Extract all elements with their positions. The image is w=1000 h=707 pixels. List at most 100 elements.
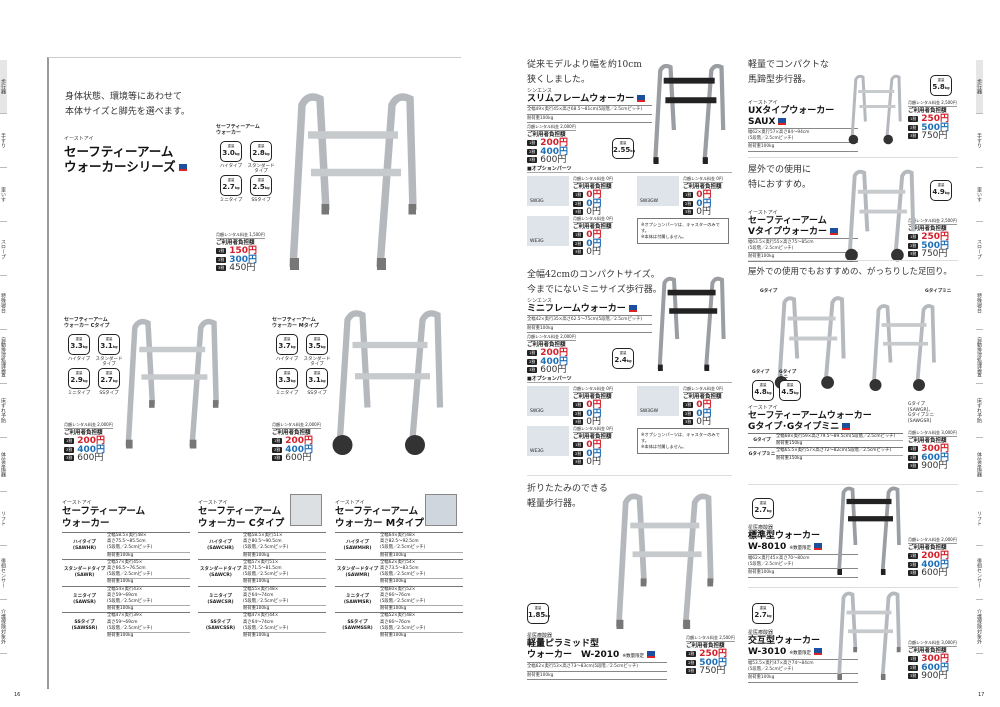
weight-number: 3.0 bbox=[222, 149, 235, 157]
cost-value: 0円 bbox=[586, 440, 602, 450]
cost-value: 750円 bbox=[921, 249, 948, 259]
weight-number: 2.7 bbox=[754, 506, 767, 514]
weight-value: 3.3kg bbox=[277, 376, 297, 386]
weight-value: 2.4kg bbox=[613, 356, 633, 366]
model-name: スタンダードタイプ (SAWCR) bbox=[199, 566, 242, 578]
walker-image bbox=[830, 585, 905, 685]
cost-ratio-tag: 1割 bbox=[573, 232, 584, 239]
model-load: 耐荷重100kg bbox=[243, 632, 326, 639]
side-tab-9[interactable]: 徘徊センサー bbox=[0, 546, 7, 600]
product-spec: 全幅49×奥行45×高さ68.5～81cm(5段階／2.5cmピッチ) bbox=[527, 105, 652, 114]
headline: 従来モデルより幅を約10cm 狭くしました。 bbox=[527, 60, 642, 85]
cost-ratio-tag: 3割 bbox=[573, 459, 584, 466]
cost-ratio-tag: 2割 bbox=[573, 200, 584, 207]
cost-value: 400円 bbox=[77, 444, 106, 455]
side-tab-7[interactable]: 体位変換器 bbox=[976, 438, 983, 492]
cost-value: 300円 bbox=[921, 444, 950, 454]
side-tab-6[interactable]: 床ずれ予防 bbox=[976, 384, 983, 438]
side-tab-2[interactable]: 車いす bbox=[976, 168, 983, 222]
cost-ratio-tag: 2割 bbox=[573, 410, 584, 417]
page-number-left: 16 bbox=[14, 692, 21, 698]
weight-unit: kg bbox=[234, 186, 240, 190]
weight-unit: kg bbox=[112, 379, 118, 383]
model-load: 耐荷重100kg bbox=[380, 578, 463, 585]
weight-unit: kg bbox=[234, 152, 240, 156]
monthly-rental-fee: 月額レンタル料金 0円 bbox=[573, 386, 613, 393]
cost-value: 750円 bbox=[699, 666, 726, 676]
model-size: 全幅57×奥行45× 高さ66.5～76.5cm (5段階／2.5cmピッチ) bbox=[107, 559, 153, 578]
spec-table-standard: イーストアイセーフティーアーム ウォーカーハイタイプ (SAWHR)全幅58.5… bbox=[62, 500, 190, 639]
weight-value: 2.7kg bbox=[99, 376, 119, 386]
weight-number: 5.8 bbox=[932, 83, 945, 91]
side-tab-3[interactable]: スロープ bbox=[0, 222, 7, 276]
weight-unit: kg bbox=[944, 191, 950, 195]
weight-number: 4.9 bbox=[932, 188, 945, 196]
side-tab-8[interactable]: リフト bbox=[976, 492, 983, 546]
model-spec: 全幅58.5×奥行51× 高さ80.5～90.5cm (5段階／2.5cmピッチ… bbox=[243, 533, 326, 559]
cost-value: 300円 bbox=[921, 654, 950, 664]
side-tab-8[interactable]: リフト bbox=[0, 492, 7, 546]
cost-value: 200円 bbox=[540, 138, 569, 148]
side-tab-0[interactable]: 歩行器 bbox=[0, 60, 7, 114]
side-tab-4[interactable]: 特殊寝台 bbox=[0, 276, 7, 330]
weight-value: 4.9kg bbox=[931, 188, 951, 198]
series-maker: イーストアイ bbox=[64, 136, 94, 142]
monthly-rental-fee: 月額レンタル料金 3,000円 bbox=[908, 640, 957, 647]
model-spec: 全幅68×奥行59×高さ79.5～89.5cm(5段階／2.5cmピッチ)耐荷重… bbox=[776, 434, 903, 447]
product-maker: イーストアイ bbox=[748, 210, 778, 216]
side-tab-3[interactable]: スロープ bbox=[976, 222, 983, 276]
side-tab-1[interactable]: 手すり bbox=[0, 114, 7, 168]
side-tab-9[interactable]: 徘徊センサー bbox=[976, 546, 983, 600]
cost-ratio-tag: 1割 bbox=[573, 442, 584, 449]
badge-type-label: ミニタイプ bbox=[275, 391, 299, 396]
badge-type-label: ハイタイプ bbox=[67, 357, 91, 362]
side-tab-0[interactable]: 歩行器 bbox=[976, 60, 983, 114]
product-title: セーフティーアーム Vタイプウォーカー bbox=[748, 216, 858, 238]
side-tab-10[interactable]: 介護保険対象外 bbox=[976, 600, 983, 654]
side-tab-1[interactable]: 手すり bbox=[976, 114, 983, 168]
side-tab-5[interactable]: 自動排泄処理装置 bbox=[976, 330, 983, 384]
side-tab-5[interactable]: 自動排泄処理装置 bbox=[0, 330, 7, 384]
product-info: シンエンスミニフレームウォーカー全幅42×奥行35×高さ62.5～75cm(5段… bbox=[527, 298, 652, 333]
side-tab-2[interactable]: 車いす bbox=[0, 168, 7, 222]
model-name: SSタイプ (SAWSSR) bbox=[71, 620, 98, 632]
series-title: セーフティーアーム ウォーカーシリーズ bbox=[64, 144, 187, 174]
side-tab-7[interactable]: 体位変換器 bbox=[0, 438, 7, 492]
cost-value: 0円 bbox=[696, 198, 712, 209]
weight-unit: kg bbox=[626, 359, 632, 363]
side-tab-4[interactable]: 特殊寝台 bbox=[976, 276, 983, 330]
user-cost-title: ご利用者負担額 bbox=[908, 545, 947, 551]
weight-label: 重量 bbox=[105, 337, 113, 341]
user-cost-title: ご利用者負担額 bbox=[64, 430, 103, 436]
cost-ratio-tag: 1割 bbox=[573, 402, 584, 409]
side-tab-10[interactable]: 介護保険対象外 bbox=[0, 600, 7, 654]
model-spec: 全幅64×奥行48× 高さ82.5～92.5cm (5段階／2.5cmピッチ)耐… bbox=[380, 533, 463, 559]
cost-ratio-tag: 2割 bbox=[216, 256, 227, 263]
model-size: 全幅55×奥行48× 高さ64～74cm (5段階／2.5cmピッチ) bbox=[243, 586, 289, 605]
side-tab-6[interactable]: 床ずれ予防 bbox=[0, 384, 7, 438]
spec-row: ミニタイプ (SAWSR)全幅54×奥行43× 高さ59～69cm (5段階／2… bbox=[62, 585, 190, 613]
option-parts-heading: ■オプションパーツ bbox=[527, 376, 732, 383]
model-size: 全幅64×奥行48× 高さ82.5～92.5cm (5段階／2.5cmピッチ) bbox=[380, 533, 426, 551]
option-heading: ■オプションパーツ bbox=[527, 166, 732, 173]
weight-label: 重量 bbox=[105, 371, 113, 375]
model-size: 全幅65.5×奥行57×高さ72～82cm(5段階／2.5cmピッチ) bbox=[776, 448, 892, 454]
